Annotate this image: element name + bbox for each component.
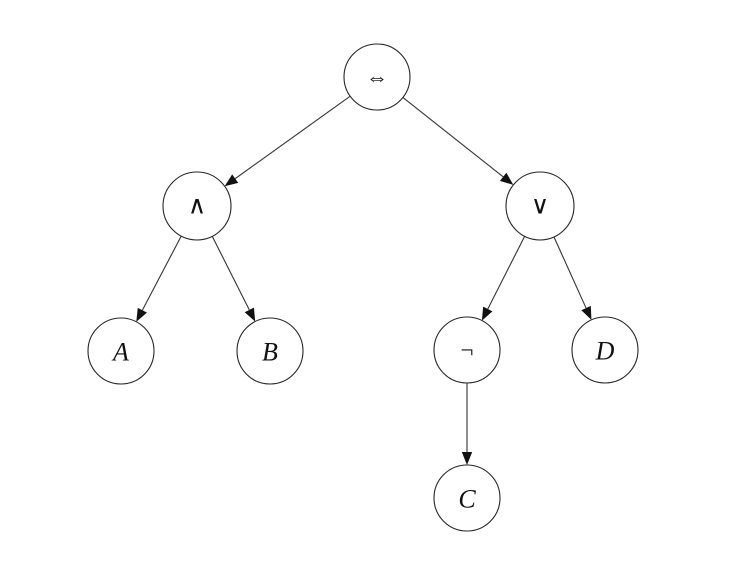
arrow-head-icon: [136, 307, 147, 322]
tree-edge-or-d: [553, 236, 592, 320]
edge-line: [402, 97, 504, 178]
arrow-head-icon: [581, 305, 592, 320]
node-label-and: ∧: [188, 193, 206, 220]
arrow-head-icon: [499, 172, 514, 185]
node-label-b: B: [262, 338, 278, 367]
node-circle[interactable]: [87, 317, 155, 385]
edge-line: [487, 236, 526, 310]
tree-edge-root-and: [224, 95, 351, 187]
edge-line: [553, 236, 587, 309]
arrow-head-icon: [244, 307, 256, 322]
tree-node-a[interactable]: A: [87, 317, 155, 385]
arrow-head-icon: [461, 452, 473, 465]
arrow-head-icon: [481, 306, 493, 321]
tree-node-c[interactable]: C: [433, 464, 501, 532]
edges-layer: [136, 95, 592, 465]
node-label-not: ¬: [461, 338, 474, 363]
node-circle[interactable]: [505, 171, 575, 241]
tree-edge-or-not: [481, 236, 526, 321]
edge-line: [234, 95, 351, 180]
tree-node-b[interactable]: B: [236, 317, 304, 385]
node-circle[interactable]: [236, 317, 304, 385]
node-circle[interactable]: [162, 171, 232, 241]
node-label-root: ⇔: [366, 65, 388, 90]
tree-node-or[interactable]: ∨: [505, 171, 575, 241]
tree-edge-and-a: [136, 235, 182, 322]
arrow-head-icon: [224, 174, 239, 187]
tree-edge-not-c: [461, 383, 473, 465]
node-label-c: C: [458, 485, 476, 514]
node-circle[interactable]: [343, 43, 411, 111]
edge-line: [211, 236, 250, 311]
node-circle[interactable]: [433, 316, 501, 384]
node-label-or: ∨: [531, 193, 549, 220]
node-label-a: A: [111, 338, 129, 367]
tree-node-root[interactable]: ⇔: [343, 43, 411, 111]
nodes-layer: ⇔ ∧ ∨ A B ¬ D C: [87, 43, 639, 532]
node-circle[interactable]: [571, 316, 639, 384]
tree-edge-and-b: [211, 236, 256, 322]
tree-node-and[interactable]: ∧: [162, 171, 232, 241]
node-circle[interactable]: [433, 464, 501, 532]
node-label-d: D: [595, 337, 615, 366]
tree-node-not[interactable]: ¬: [433, 316, 501, 384]
tree-edge-root-or: [402, 97, 514, 185]
tree-node-d[interactable]: D: [571, 316, 639, 384]
edge-line: [141, 235, 182, 311]
